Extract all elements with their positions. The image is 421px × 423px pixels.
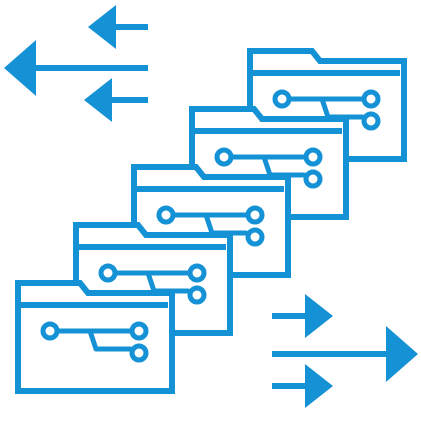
arrow-right-icon [272, 294, 333, 338]
arrow-right-icon [272, 364, 333, 408]
arrow-head [4, 40, 36, 96]
branch-node [303, 147, 323, 167]
arrow-head [305, 294, 333, 338]
git-branch-icon [156, 205, 265, 247]
branch-node [361, 111, 381, 131]
branch-node [245, 227, 265, 247]
arrow-right-icon [272, 326, 418, 382]
arrow-shaft [111, 97, 148, 103]
arrow-shaft [115, 24, 148, 30]
arrow-head [305, 364, 333, 408]
arrows-left-icon [4, 5, 148, 122]
git-branch-icon [214, 147, 323, 189]
branch-node [40, 321, 60, 341]
branch-node [187, 263, 207, 283]
arrows-right-icon [272, 294, 418, 408]
arrow-left-icon [4, 40, 148, 96]
arrow-left-icon [88, 5, 148, 49]
arrow-left-icon [84, 78, 148, 122]
branch-node [98, 263, 118, 283]
arrow-shaft [272, 383, 306, 389]
arrow-head [84, 78, 112, 122]
branch-node [187, 285, 207, 305]
branch-node [303, 169, 323, 189]
git-branch-icon [40, 321, 149, 363]
branch-node [245, 205, 265, 225]
branch-node [156, 205, 176, 225]
branch-fork-line [87, 328, 133, 352]
branch-node [272, 89, 292, 109]
folder-body [15, 280, 175, 394]
arrow-shaft [35, 65, 148, 71]
folder-stack [15, 48, 407, 394]
branch-node [361, 89, 381, 109]
arrow-head [88, 5, 116, 49]
folder-icon [15, 280, 175, 394]
branch-node [129, 343, 149, 363]
arrow-shaft [272, 351, 387, 357]
branch-node [129, 321, 149, 341]
branch-node [214, 147, 234, 167]
arrow-head [386, 326, 418, 382]
arrow-shaft [272, 313, 306, 319]
